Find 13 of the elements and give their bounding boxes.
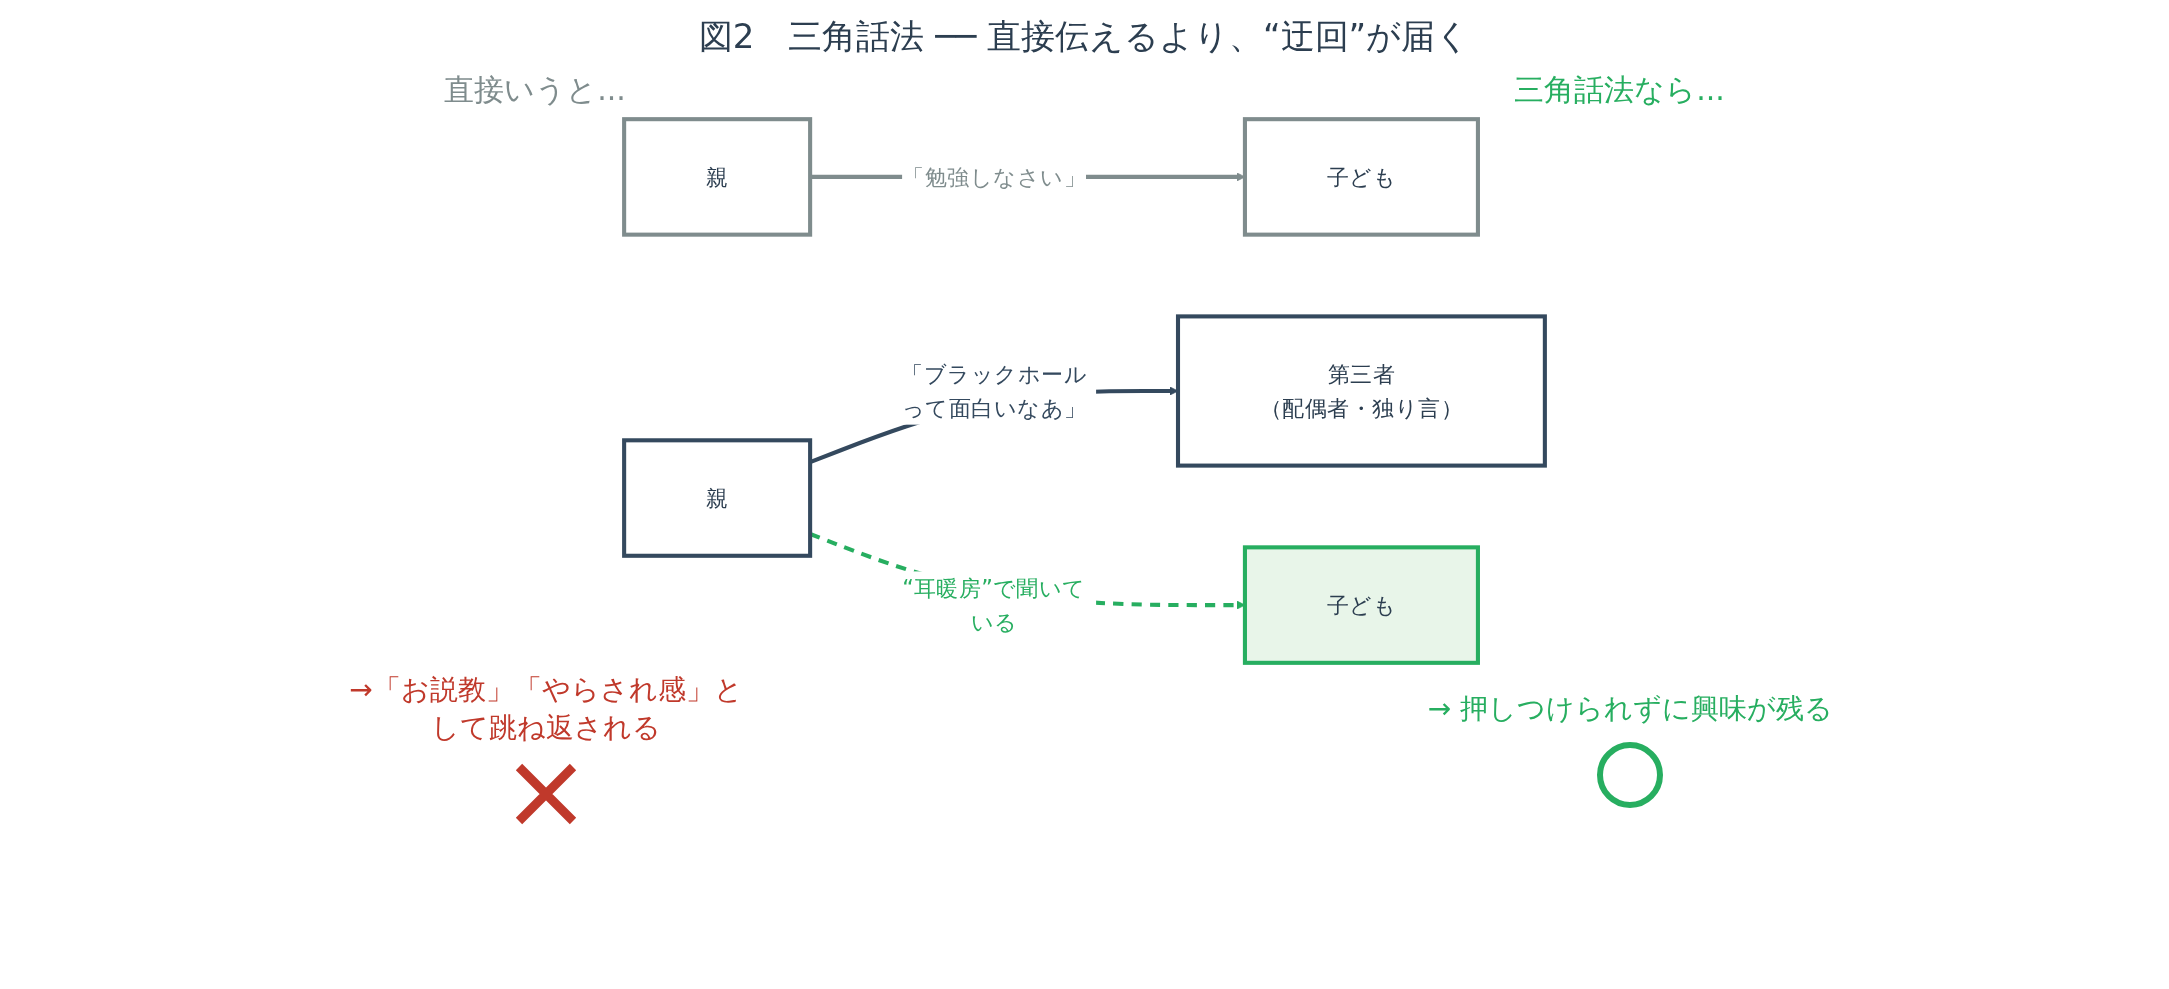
edge-label: 「勉強しなさい」 bbox=[902, 164, 1087, 190]
diagram-title: 図2 三角話法 ── 直接伝えるより、“迂回”が届く bbox=[697, 15, 1472, 58]
node-box: 親 bbox=[622, 438, 813, 558]
node-box: 第三者 （配偶者・独り言） bbox=[1175, 314, 1547, 468]
edge-label: 「ブラックホールって面白いなあ」 bbox=[901, 361, 1088, 421]
node-box: 親 bbox=[622, 117, 813, 237]
section-heading: 直接いうと... bbox=[444, 71, 626, 109]
result-note: → 押しつけられずに興味が残る bbox=[1427, 691, 1834, 727]
node-box: 子ども bbox=[1242, 117, 1480, 237]
edge-label: “耳暖房”で聞いている bbox=[902, 575, 1086, 635]
section-heading: 三角話法なら... bbox=[1514, 71, 1725, 109]
node-box: 子ども bbox=[1242, 545, 1480, 665]
result-note: →「お説教」「やらされ感」として跳ね返される bbox=[348, 672, 744, 746]
